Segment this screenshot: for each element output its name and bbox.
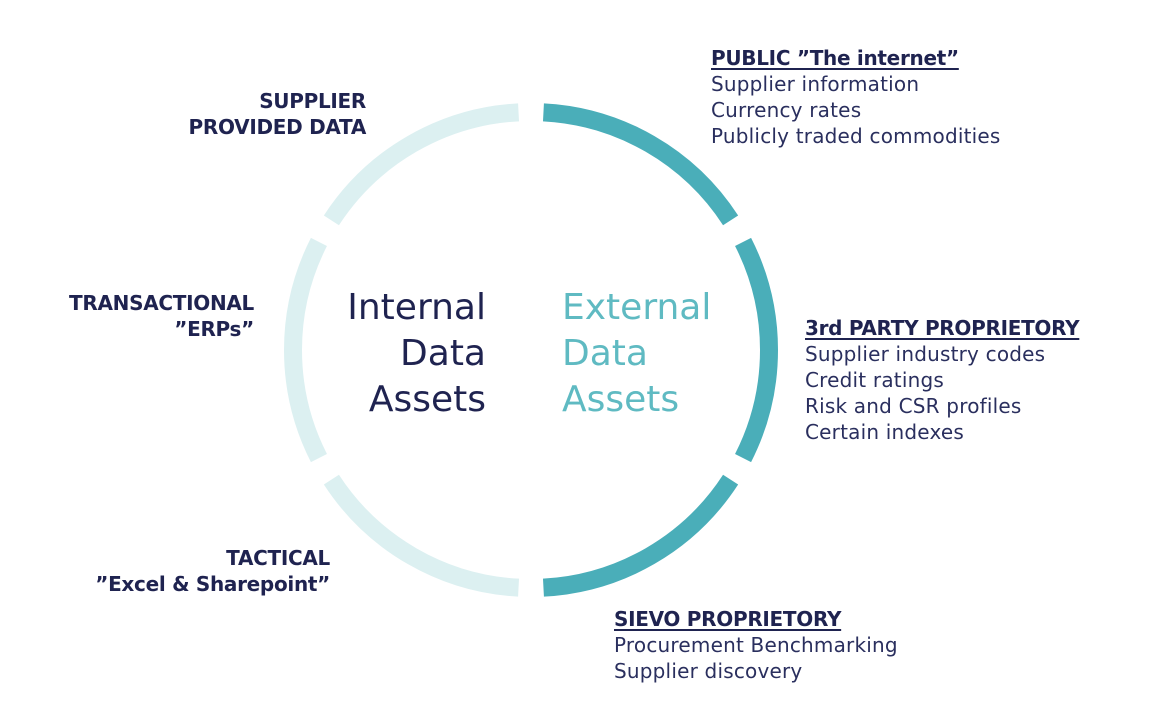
tactical-title-1: TACTICAL xyxy=(226,546,330,570)
third-party-proprietory-segment xyxy=(735,237,778,463)
tactical-excel-label: TACTICAL ”Excel & Sharepoint” xyxy=(95,545,330,597)
transactional-segment xyxy=(284,237,327,463)
public-internet-block: PUBLIC ”The internet” Supplier informati… xyxy=(711,45,1001,149)
tactical-segment xyxy=(323,474,520,597)
sievo-proprietory-segment xyxy=(542,474,739,597)
external-data-assets-label: External Data Assets xyxy=(562,285,711,423)
external-line-2: Data xyxy=(562,333,648,374)
sievo-item-1: Procurement Benchmarking xyxy=(614,633,898,657)
public-internet-segment xyxy=(542,103,739,226)
internal-line-1: Internal xyxy=(347,287,486,328)
third-party-item-1: Supplier industry codes xyxy=(805,342,1046,366)
external-line-1: External xyxy=(562,287,712,328)
public-item-1: Supplier information xyxy=(711,72,920,96)
sievo-proprietory-block: SIEVO PROPRIETORY Procurement Benchmarki… xyxy=(614,606,898,684)
third-party-item-2: Credit ratings xyxy=(805,368,944,392)
transactional-erps-label: TRANSACTIONAL ”ERPs” xyxy=(69,290,254,342)
internal-line-2: Data xyxy=(400,333,486,374)
transactional-title-2: ”ERPs” xyxy=(174,317,254,341)
public-item-2: Currency rates xyxy=(711,98,862,122)
public-internet-title: PUBLIC ”The internet” xyxy=(711,46,959,70)
sievo-title: SIEVO PROPRIETORY xyxy=(614,607,842,631)
supplier-provided-data-title-1: SUPPLIER xyxy=(259,89,366,113)
internal-line-3: Assets xyxy=(368,379,486,420)
third-party-title: 3rd PARTY PROPRIETORY xyxy=(805,316,1080,340)
sievo-item-2: Supplier discovery xyxy=(614,659,803,683)
public-item-3: Publicly traded commodities xyxy=(711,124,1001,148)
tactical-title-2: ”Excel & Sharepoint” xyxy=(95,572,330,596)
third-party-item-4: Certain indexes xyxy=(805,420,965,444)
external-line-3: Assets xyxy=(562,379,680,420)
supplier-provided-data-label: SUPPLIER PROVIDED DATA xyxy=(188,88,367,140)
internal-data-assets-label: Internal Data Assets xyxy=(347,285,486,423)
supplier-provided-data-title-2: PROVIDED DATA xyxy=(188,115,367,139)
third-party-proprietory-block: 3rd PARTY PROPRIETORY Supplier industry … xyxy=(805,315,1080,445)
supplier-provided-segment xyxy=(323,103,520,226)
third-party-item-3: Risk and CSR profiles xyxy=(805,394,1022,418)
transactional-title-1: TRANSACTIONAL xyxy=(69,291,254,315)
